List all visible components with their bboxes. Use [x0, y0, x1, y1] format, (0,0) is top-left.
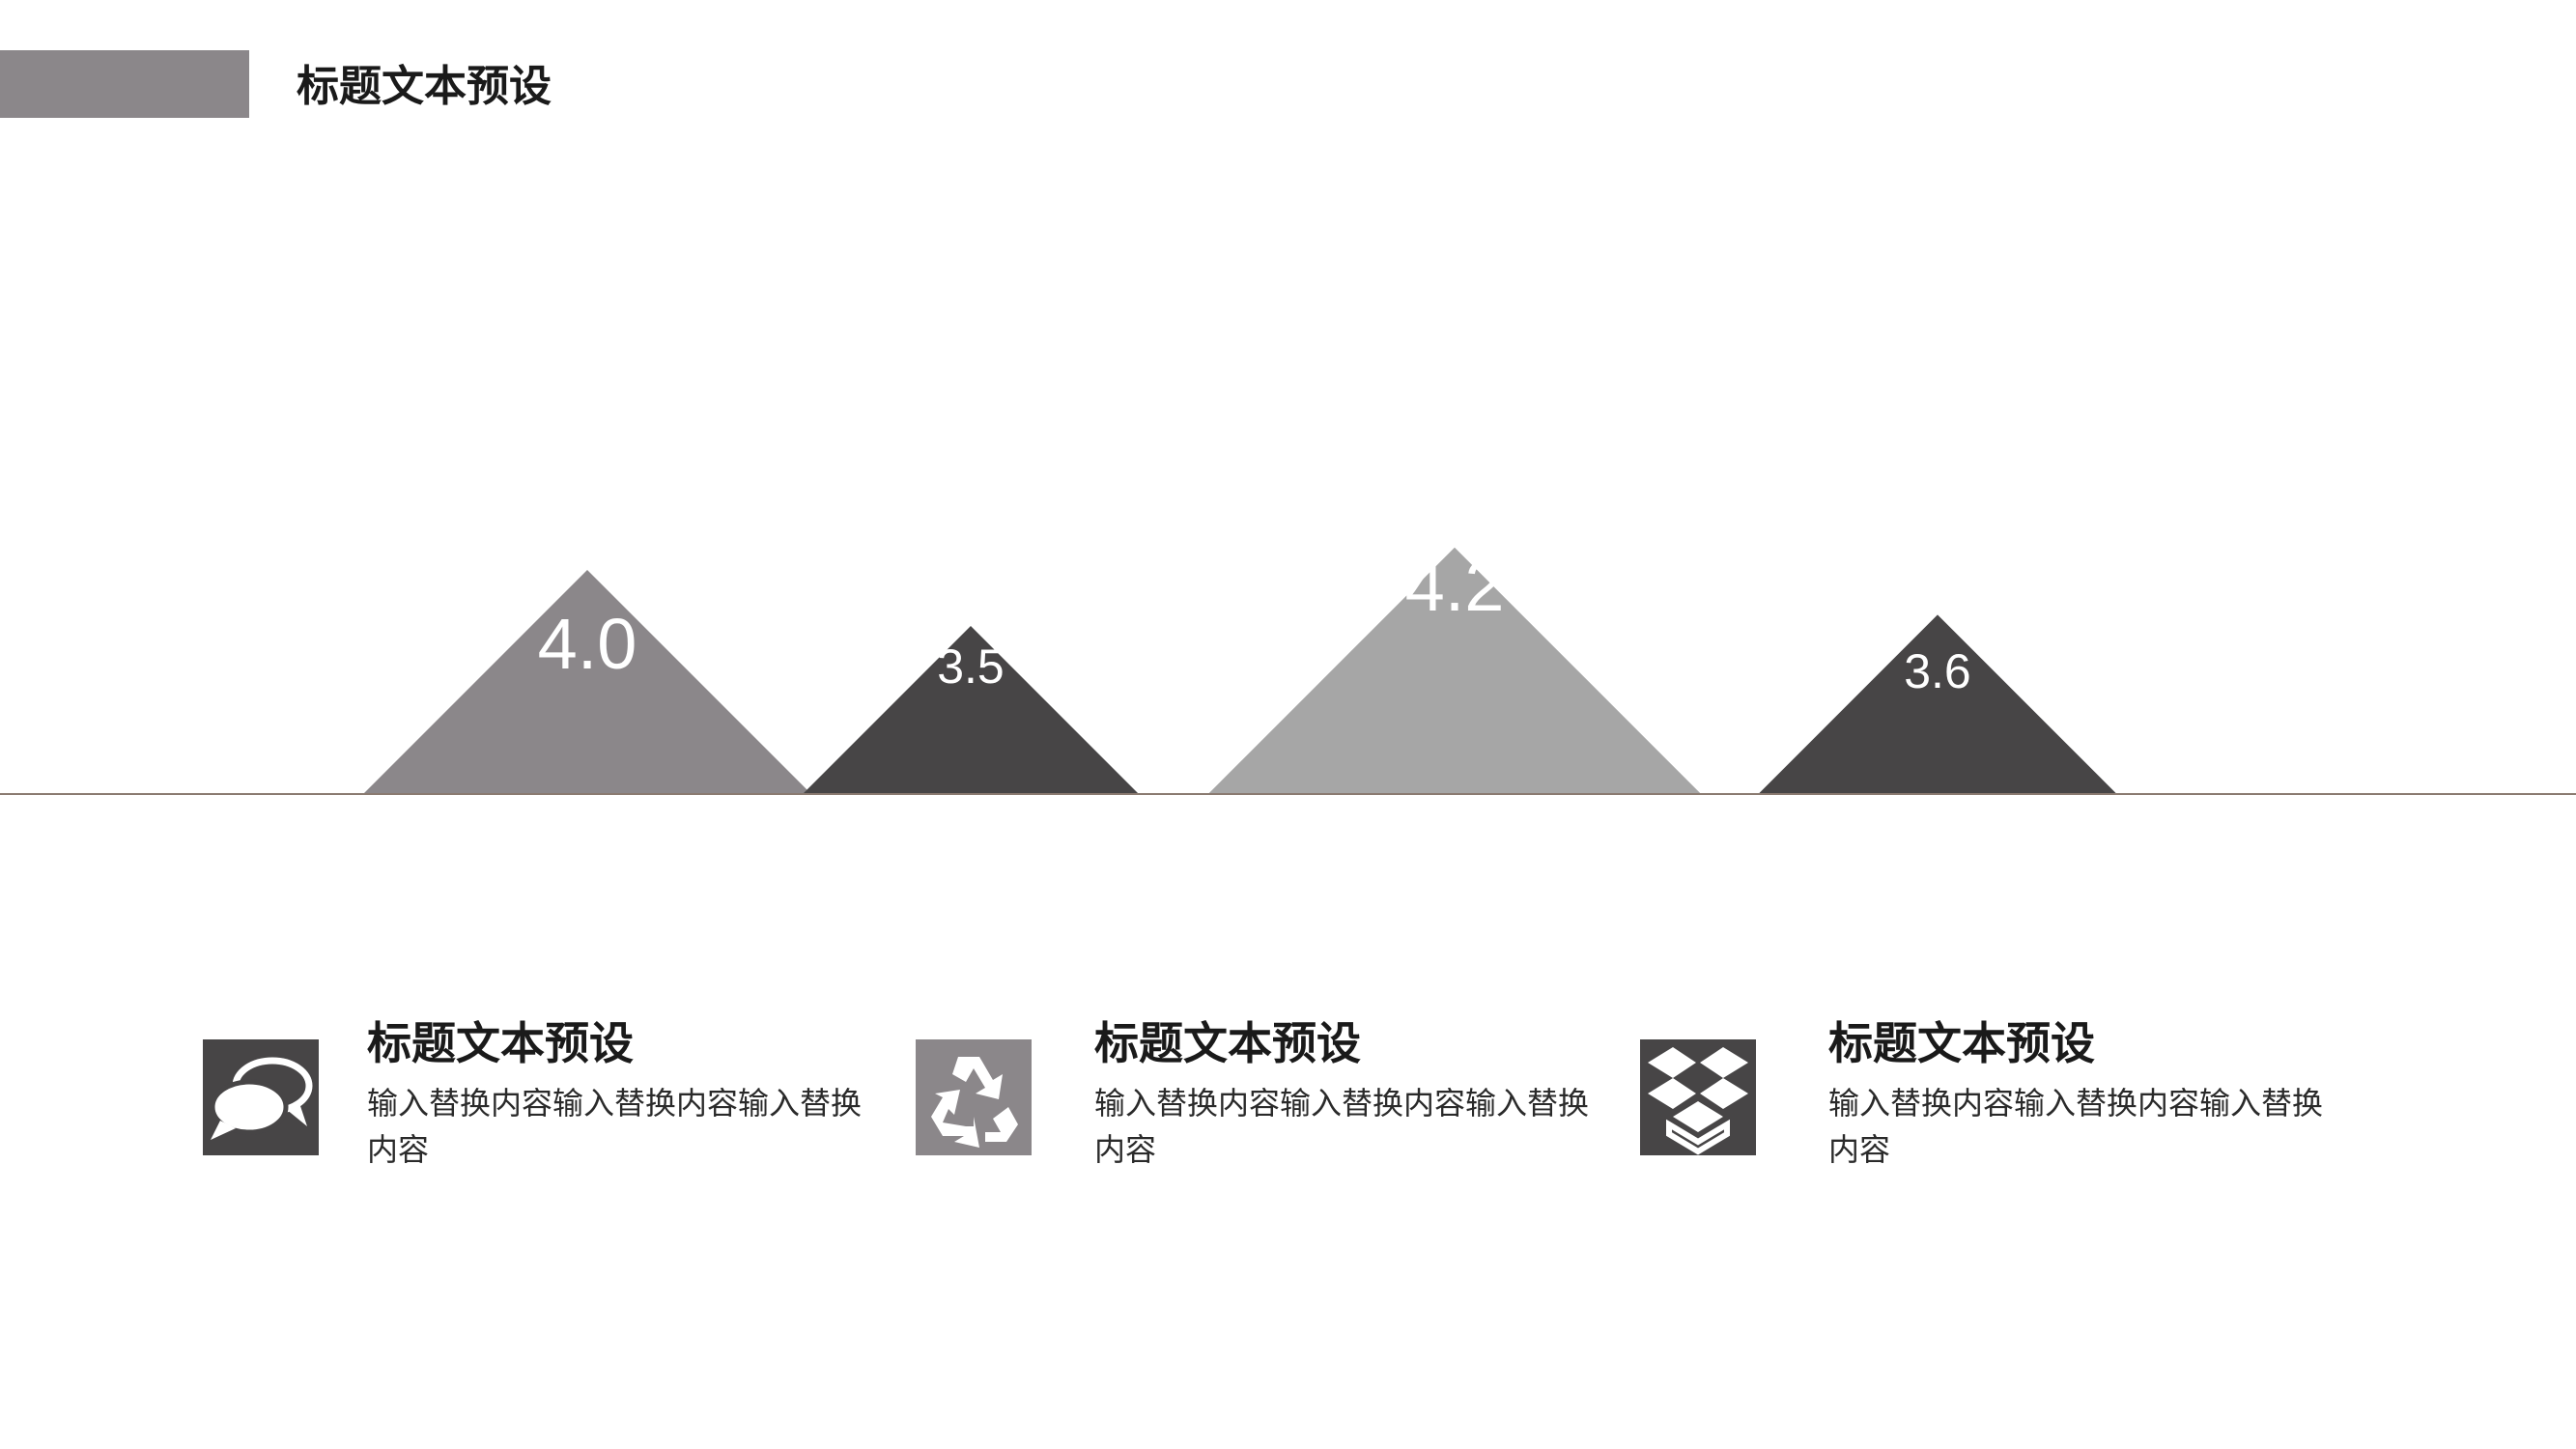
feature-item-3: 标题文本预设 输入替换内容输入替换内容输入替换内容 — [1640, 1014, 2335, 1188]
dropbox-icon — [1640, 1039, 1756, 1155]
triangle-chart: 4.0 3.5 4.2 3.6 — [0, 546, 2576, 795]
feature-description: 输入替换内容输入替换内容输入替换内容 — [1094, 1085, 1590, 1168]
feature-title: 标题文本预设 — [1094, 1017, 1361, 1069]
triangle-bar-4 — [1758, 614, 2117, 794]
value-label-1: 4.0 — [538, 604, 637, 684]
feature-title: 标题文本预设 — [367, 1017, 634, 1069]
recycle-icon — [916, 1039, 1032, 1155]
triangle-bar-2 — [803, 626, 1139, 794]
value-label-2: 3.5 — [937, 639, 1005, 694]
slide-title: 标题文本预设 — [297, 62, 552, 111]
feature-item-1: 标题文本预设 输入替换内容输入替换内容输入替换内容 — [203, 1014, 879, 1188]
triangle-bar-1 — [363, 570, 811, 794]
feature-title: 标题文本预设 — [1828, 1017, 2095, 1069]
feature-item-2: 标题文本预设 输入替换内容输入替换内容输入替换内容 — [916, 1014, 1611, 1188]
feature-description: 输入替换内容输入替换内容输入替换内容 — [1828, 1085, 2324, 1168]
triangle-bar-3 — [1207, 547, 1702, 794]
value-label-4: 3.6 — [1904, 644, 1971, 698]
chat-bubbles-icon — [203, 1039, 319, 1155]
value-label-3: 4.2 — [1405, 546, 1505, 626]
feature-description: 输入替换内容输入替换内容输入替换内容 — [367, 1085, 863, 1168]
title-accent-bar — [0, 50, 249, 118]
